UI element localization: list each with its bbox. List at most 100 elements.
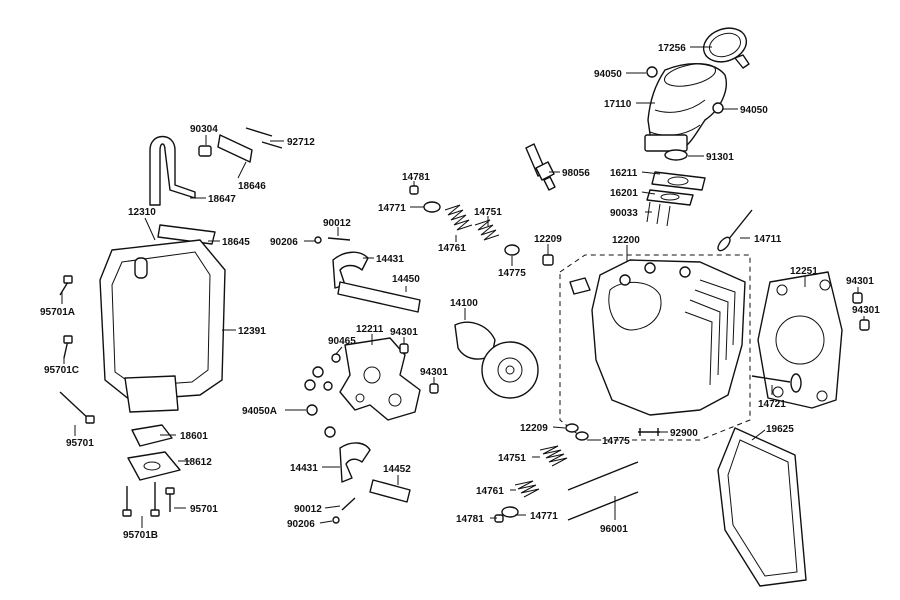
label-14761-bottom: 14761 [476,486,504,497]
label-12391: 12391 [238,326,266,337]
dowel-12209-bottom-drawing [565,423,579,433]
valve-cotter-top-drawing [409,185,419,195]
intake-gasket-upper-drawing [651,171,706,191]
label-14771-bottom: 14771 [530,511,558,522]
label-14721: 14721 [758,399,786,410]
manifold-nut-top-drawing [646,66,658,78]
bolt-95701-bottom-drawing [165,487,175,512]
label-92712: 92712 [287,137,315,148]
label-90465: 90465 [328,336,356,347]
breather-tube-drawing [149,135,196,206]
label-95701-bottom: 95701 [190,504,218,515]
label-98056: 98056 [562,168,590,179]
bolt-95701b-drawing [122,482,160,517]
label-14781-top: 14781 [402,172,430,183]
rocker-arm-bottom-drawing [339,442,371,483]
label-17256: 17256 [658,43,686,54]
label-12209-top: 12209 [534,234,562,245]
guide-plate-18612-drawing [127,451,181,481]
label-18647: 18647 [208,194,236,205]
valve-seat-bottom-drawing [575,431,589,441]
label-90012-bottom: 90012 [294,504,322,515]
label-95701C: 95701C [44,365,79,376]
nuts-94050a-drawing [304,366,336,438]
pin-92900-drawing [638,428,660,436]
manifold-nut-right-drawing [712,102,724,114]
o-ring-drawing [664,149,688,161]
label-14450: 14450 [392,274,420,285]
label-94301-mid1: 94301 [390,327,418,338]
valve-seat-top-drawing [504,244,520,256]
intake-gasket-lower-drawing [646,189,694,206]
label-16201: 16201 [610,188,638,199]
base-gasket-drawing [717,427,807,587]
spring-retainer-bottom-drawing [501,506,519,518]
intake-valve-drawing [717,209,753,252]
intake-clamp-drawing [702,27,750,69]
cylinder-head-drawing [591,259,746,416]
rocker-arm-top-drawing [332,251,369,289]
label-12209-bottom: 12209 [520,423,548,434]
label-94050-top: 94050 [594,69,622,80]
label-91301: 91301 [706,152,734,163]
label-90206-bottom: 90206 [287,519,315,530]
label-12211: 12211 [356,324,384,335]
camshaft-drawing [454,321,539,399]
dowel-94301-mid2-drawing [429,383,439,394]
label-18601: 18601 [180,431,208,442]
label-16211: 16211 [610,168,638,179]
washer-90206-bottom-drawing [332,516,340,524]
label-90012-top: 90012 [323,218,351,229]
breather-screw-drawing [245,127,283,149]
dowel-12209-top-drawing [542,254,554,266]
head-assembly-outline [559,254,751,441]
label-18646: 18646 [238,181,266,192]
head-gasket-drawing [757,271,843,409]
label-14100: 14100 [450,298,478,309]
label-14431-top: 14431 [376,254,404,265]
spark-plug-drawing [525,143,556,191]
leader-lines [61,46,865,528]
label-90206-top: 90206 [270,237,298,248]
washer-90206-top-drawing [314,236,322,244]
dowel-94301-mid1-drawing [399,343,409,354]
label-19625: 19625 [766,424,794,435]
label-14775-top: 14775 [498,268,526,279]
label-94301-right2: 94301 [852,305,880,316]
label-18612: 18612 [184,457,212,468]
label-90033: 90033 [610,208,638,219]
label-14781-bottom: 14781 [456,514,484,525]
exhaust-valve-drawing [751,373,802,393]
head-valve-guide-drawing [569,277,591,295]
bolt-95701c-drawing [63,335,73,359]
studs-96001-drawing [567,461,639,521]
label-14452: 14452 [383,464,411,475]
label-92900: 92900 [670,428,698,439]
label-18645: 18645 [222,237,250,248]
label-96001: 96001 [600,524,628,535]
valve-springs-bottom-drawing [514,445,568,498]
label-14761-top: 14761 [438,243,466,254]
breather-bolt-drawing [198,145,212,157]
label-17110: 17110 [604,99,632,110]
label-95701-left: 95701 [66,438,94,449]
label-94301-mid2: 94301 [420,367,448,378]
label-95701B: 95701B [123,530,158,541]
label-14751-top: 14751 [474,207,502,218]
label-94050-right: 94050 [740,105,768,116]
label-12310: 12310 [128,207,156,218]
guide-plate-18601-drawing [131,424,173,447]
label-94301-right1: 94301 [846,276,874,287]
label-14431-bottom: 14431 [290,463,318,474]
bolt-95701-left-drawing [59,391,95,424]
bolt-95701a-drawing [59,275,73,296]
rocker-shaft-14452-drawing [369,479,411,503]
breather-gasket-drawing [217,134,253,163]
label-14751-bottom: 14751 [498,453,526,464]
label-90304: 90304 [190,124,218,135]
label-94050A: 94050A [242,406,277,417]
intake-manifold-drawing [644,62,727,152]
rocker-shaft-14450-drawing [337,281,421,313]
label-14771-top: 14771 [378,203,406,214]
